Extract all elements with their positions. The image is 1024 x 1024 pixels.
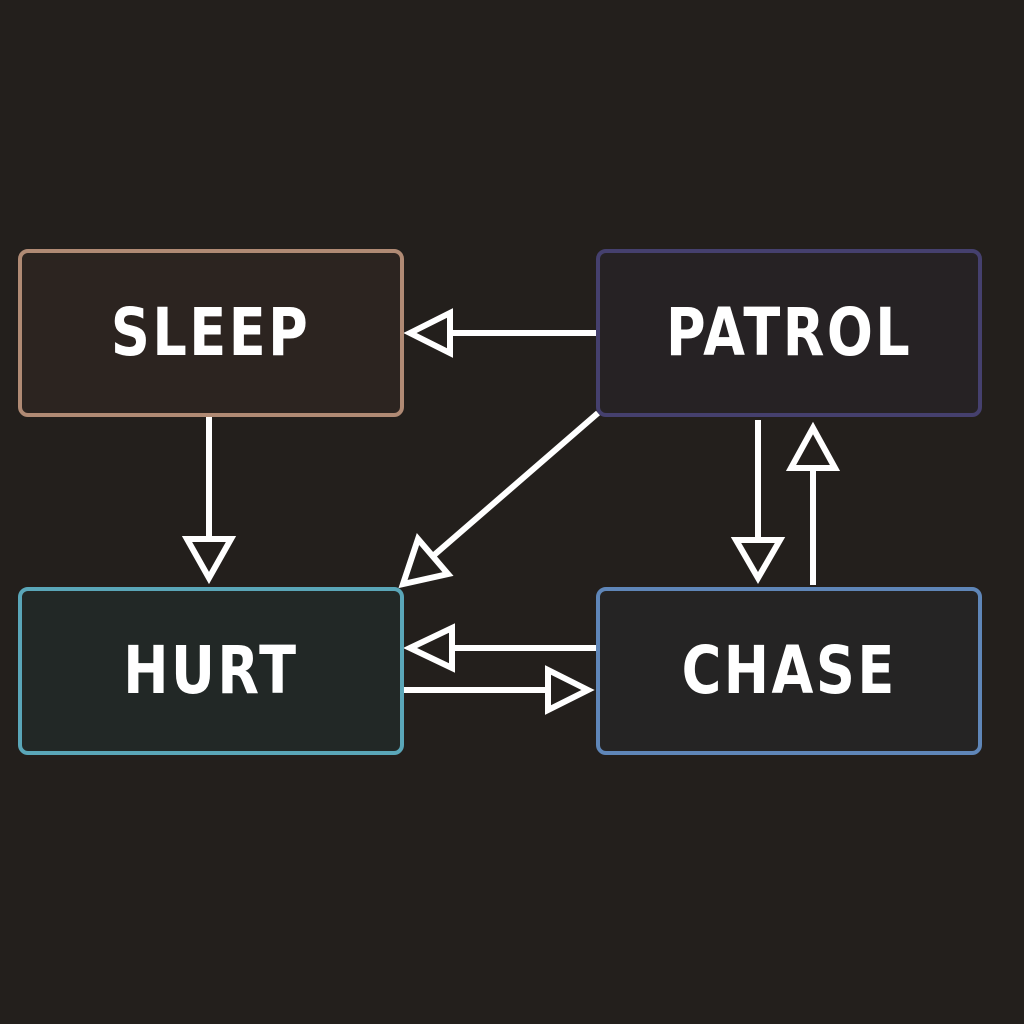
state-sleep-label: SLEEP bbox=[111, 294, 311, 371]
state-patrol-label: PATROL bbox=[665, 294, 913, 371]
arrow-patrol-to-sleep bbox=[403, 308, 596, 358]
arrow-chase-to-hurt bbox=[403, 623, 596, 673]
state-hurt: HURT bbox=[18, 587, 404, 755]
arrow-chase-to-patrol bbox=[785, 421, 841, 585]
state-chase: CHASE bbox=[596, 587, 982, 755]
arrow-hurt-to-chase bbox=[404, 665, 595, 715]
state-patrol: PATROL bbox=[596, 249, 982, 417]
state-chase-label: CHASE bbox=[681, 632, 897, 709]
arrow-patrol-to-hurt bbox=[398, 410, 600, 589]
state-hurt-label: HURT bbox=[123, 632, 299, 709]
arrow-sleep-to-hurt bbox=[181, 417, 237, 585]
state-sleep: SLEEP bbox=[18, 249, 404, 417]
arrow-patrol-to-chase bbox=[730, 420, 786, 584]
